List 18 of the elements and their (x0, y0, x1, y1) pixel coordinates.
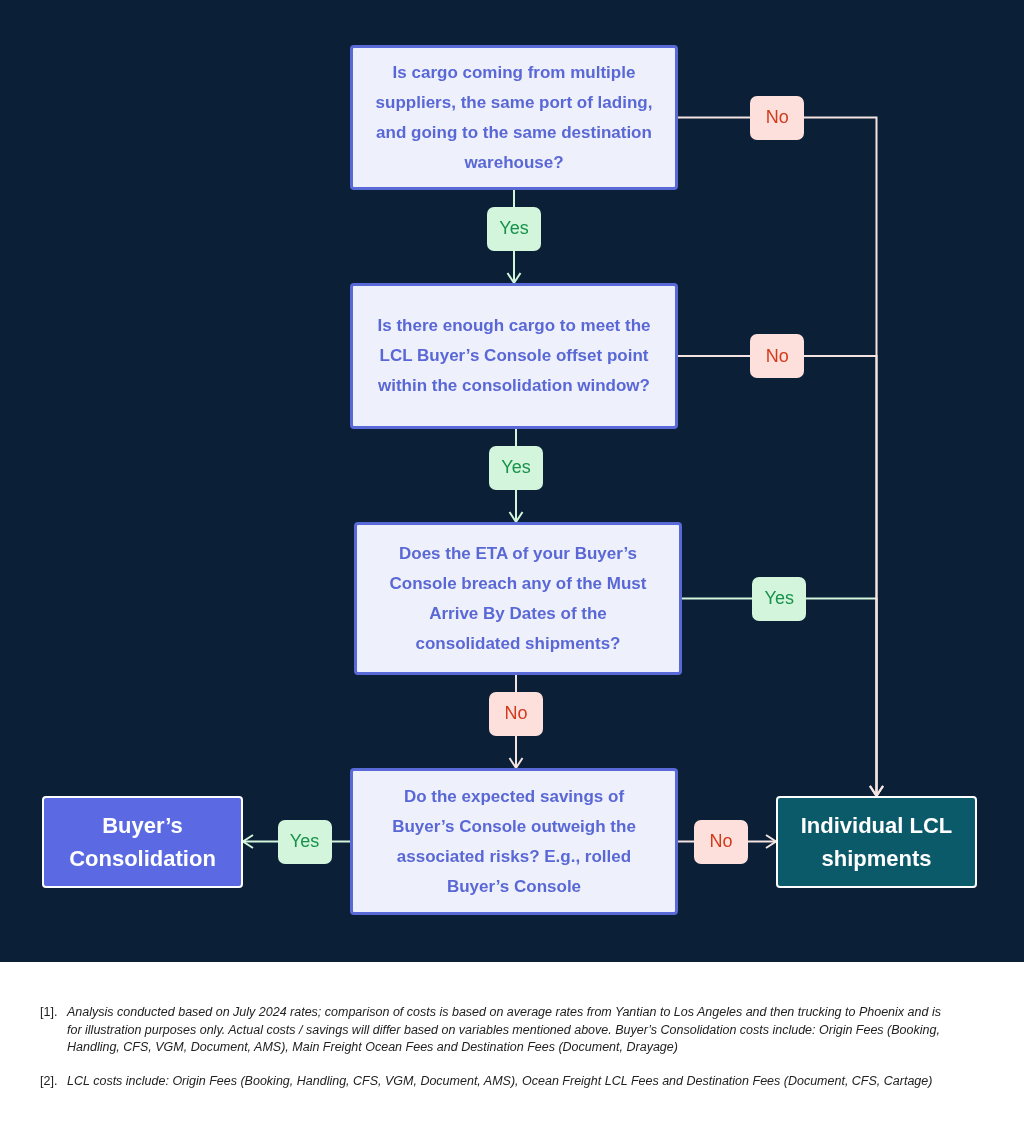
decision-box: Is cargo coming from multiple suppliers, the same port of lading, and going to the same destination warehouse? (350, 45, 678, 190)
edge-label: Yes (487, 206, 541, 251)
decision-box: Does the ETA of your Buyer’s Console breach any of the Must Arrive By Dates of the consolidated shipments? (354, 522, 682, 675)
footnote-text: Analysis conducted based on July 2024 rates; comparison of costs is based on average rates from Yantian to Los Angeles and then trucking to Phoenix and is for illustration purposes only. Actual costs / savings will differ based on variables mentioned above. Buyer’s Consolidation costs include: Origin Fees (Booking, Handling, CFS, VGM, Document, AMS), Main Freight Ocean Fees and Destination Fees (Document, Drayage) (67, 1004, 942, 1056)
footnote-marker: [2]. (40, 1072, 59, 1090)
edge-label: No (750, 334, 805, 378)
footnote-text: LCL costs include: Origin Fees (Booking, Handling, CFS, VGM, Document, AMS), Ocean Freight LCL Fees and Destination Fees (Document, CFS, Cartage) (67, 1072, 934, 1090)
edge-label: Yes (489, 445, 543, 490)
edge-label: No (694, 819, 748, 864)
footnote-marker: [1]. (40, 1004, 59, 1021)
outcome-box: Individual LCL shipments (776, 796, 977, 888)
outcome-box: Buyer’s Consolidation (42, 796, 243, 888)
decision-box: Is there enough cargo to meet the LCL Buyer’s Console offset point within the consolidation window? (350, 283, 678, 429)
edge-label: No (489, 691, 543, 736)
edge-label: Yes (752, 576, 807, 621)
edge-label: Yes (277, 819, 332, 864)
edge-label: No (750, 95, 805, 140)
decision-box: Do the expected savings of Buyer’s Console outweigh the associated risks? E.g., rolled Buyer’s Console (350, 768, 678, 915)
